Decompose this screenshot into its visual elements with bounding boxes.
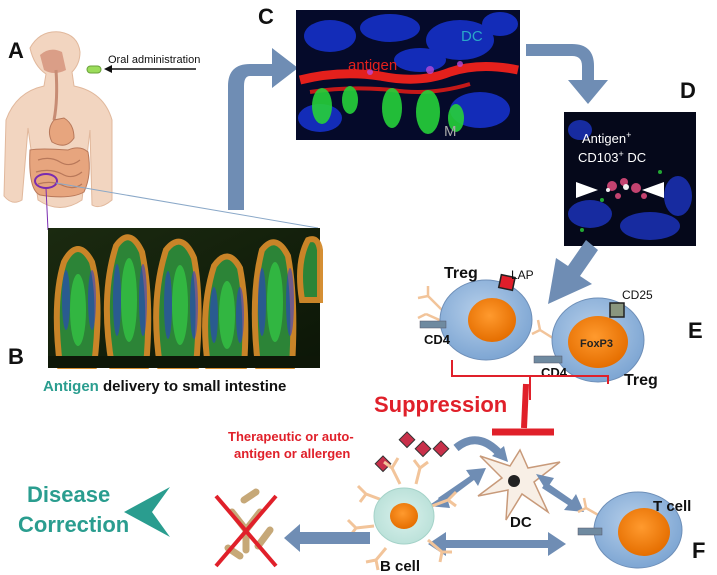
arrow-d-to-e <box>548 240 598 304</box>
callout-line-right <box>55 182 319 229</box>
capsule-icon <box>86 65 102 74</box>
panel-label-b: B <box>8 344 24 369</box>
confocal-micrograph-c <box>296 10 520 140</box>
treg-cell-foxp3 <box>531 297 645 383</box>
b-cell <box>346 457 458 571</box>
cd25-label: CD25 <box>622 288 653 302</box>
oral-administration-arrow <box>104 65 196 73</box>
micrograph-m-label: M <box>444 123 457 140</box>
micrograph-cd103-label: Antigen+ CD103+ DC <box>578 130 646 165</box>
dc-tcell-arrow <box>536 474 584 512</box>
b-cell-label: B cell <box>380 558 420 575</box>
suppression-bracket <box>451 360 609 400</box>
foxp3-label: FoxP3 <box>580 338 613 350</box>
confocal-micrograph-d <box>564 112 696 246</box>
suppression-label: Suppression <box>374 392 507 417</box>
panel-label-a: A <box>8 38 24 63</box>
panel-label-e: E <box>688 318 703 343</box>
arrow-b-to-c <box>228 48 298 210</box>
micrograph-dc-label: DC <box>461 28 483 45</box>
treg-label-1: Treg <box>444 265 478 282</box>
micrograph-antigen-label: antigen <box>348 57 397 74</box>
t-cell-label: T cell <box>653 498 691 515</box>
dendritic-cell <box>477 448 561 521</box>
treg-cell-lap <box>417 273 533 361</box>
villi-micrograph <box>48 228 323 369</box>
panel-label-d: D <box>680 78 696 103</box>
panel-label-c: C <box>258 4 274 29</box>
panel-label-f: F <box>692 538 706 563</box>
human-body-illustration <box>3 31 113 208</box>
arrow-c-to-d <box>526 44 608 104</box>
antigen-diamonds <box>374 431 450 473</box>
svg-text:Antigen+: Antigen+ <box>582 130 631 146</box>
dc-bcell-arrow <box>428 468 486 508</box>
bcell-tcell-arrow <box>428 532 566 556</box>
callout-line-left <box>45 187 49 231</box>
chevron-left-icon <box>124 487 170 537</box>
antigen-text-line2: antigen or allergen <box>234 446 350 461</box>
suppression-inhibitor <box>492 383 554 436</box>
treg-label-2: Treg <box>624 372 658 389</box>
bcell-to-antibody-arrow <box>284 524 370 552</box>
antibodies-crossed <box>214 488 278 568</box>
svg-text:CD103+ DC: CD103+ DC <box>578 149 646 165</box>
lap-label: LAP <box>511 268 534 282</box>
disease-label-line2: Correction <box>18 512 129 537</box>
antigen-to-dc-arrow <box>453 436 503 457</box>
oral-administration-label: Oral administration <box>108 54 200 66</box>
dc-label: DC <box>510 514 532 531</box>
cd4-label-2: CD4 <box>541 365 568 380</box>
antigen-text-line1: Therapeutic or auto- <box>228 429 354 444</box>
caption-delivery-text: delivery to small intestine <box>103 378 286 395</box>
t-cell <box>577 491 683 569</box>
cd4-label-1: CD4 <box>424 332 451 347</box>
disease-label-line1: Disease <box>27 482 110 507</box>
caption-antigen-word: Antigen <box>43 378 99 395</box>
